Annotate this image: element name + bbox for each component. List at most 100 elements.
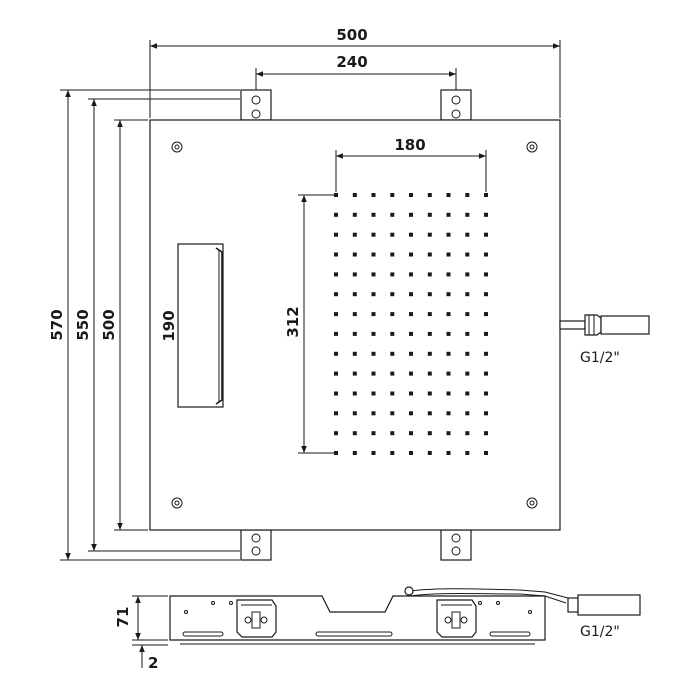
- dim-slot-height: 190: [160, 310, 178, 341]
- nozzle: [484, 212, 488, 217]
- nozzle: [427, 331, 432, 336]
- nozzle: [352, 351, 357, 356]
- nozzle: [484, 431, 488, 436]
- nozzle: [334, 193, 338, 197]
- nozzle: [427, 312, 432, 317]
- nozzle: [334, 411, 338, 416]
- nozzle: [409, 411, 413, 416]
- nozzle: [371, 232, 376, 237]
- dim-nozzle-width: 180: [394, 136, 425, 154]
- inlet-label-top: G1/2": [580, 350, 620, 366]
- nozzle: [484, 391, 488, 396]
- nozzle: [484, 252, 488, 257]
- nozzle: [390, 212, 395, 217]
- nozzle: [484, 331, 488, 336]
- nozzle: [427, 232, 432, 237]
- top-bracket-left: [240, 89, 272, 121]
- nozzle: [484, 411, 488, 416]
- nozzle: [334, 312, 338, 317]
- nozzle: [371, 371, 376, 376]
- dim-plate-height: 500: [100, 309, 118, 340]
- nozzle: [427, 292, 432, 297]
- nozzle: [352, 272, 357, 277]
- nozzle: [352, 391, 357, 396]
- nozzle: [465, 331, 470, 336]
- nozzle: [446, 331, 451, 336]
- nozzle: [352, 212, 357, 217]
- nozzle: [446, 431, 451, 436]
- nozzle: [465, 451, 470, 455]
- nozzle: [334, 232, 338, 237]
- dimension-lines: 500 240 180 312 570 550 500 190: [48, 26, 561, 561]
- nozzle: [334, 391, 338, 396]
- nozzle: [409, 351, 413, 356]
- nozzle: [390, 312, 395, 317]
- nozzle: [465, 212, 470, 217]
- nozzle: [334, 451, 338, 455]
- nozzle: [390, 351, 395, 356]
- nozzle: [352, 331, 357, 336]
- dim-overall-width: 500: [336, 26, 367, 44]
- nozzle: [427, 451, 432, 455]
- nozzle: [371, 351, 376, 356]
- nozzle: [484, 272, 488, 277]
- nozzle: [484, 232, 488, 237]
- top-view: G1/2": [149, 89, 650, 561]
- nozzle: [446, 451, 451, 455]
- nozzle: [390, 411, 395, 416]
- corner-screws: [171, 141, 538, 509]
- nozzle: [371, 193, 376, 197]
- nozzle: [371, 411, 376, 416]
- nozzle: [446, 193, 451, 197]
- nozzle: [484, 451, 488, 455]
- nozzle: [390, 193, 395, 197]
- nozzle: [371, 451, 376, 455]
- nozzle: [352, 193, 357, 197]
- nozzle: [446, 252, 451, 257]
- dim-nozzle-height: 312: [284, 306, 302, 337]
- nozzle: [484, 193, 488, 197]
- nozzle: [409, 193, 413, 197]
- dim-bracket-spacing: 240: [336, 53, 367, 71]
- nozzle: [334, 331, 338, 336]
- nozzle: [334, 431, 338, 436]
- nozzle: [409, 272, 413, 277]
- nozzle: [409, 331, 413, 336]
- dim-side-thickness: 71: [114, 607, 132, 628]
- nozzle: [371, 272, 376, 277]
- nozzle: [427, 351, 432, 356]
- nozzle: [334, 212, 338, 217]
- nozzle: [409, 232, 413, 237]
- side-bracket-left: [236, 599, 277, 638]
- nozzle: [334, 351, 338, 356]
- nozzle: [446, 212, 451, 217]
- nozzle: [371, 252, 376, 257]
- nozzle: [371, 212, 376, 217]
- dim-total-height: 570: [48, 309, 66, 340]
- nozzle: [371, 331, 376, 336]
- nozzle: [409, 212, 413, 217]
- nozzle: [371, 431, 376, 436]
- nozzle: [427, 252, 432, 257]
- nozzle: [409, 391, 413, 396]
- nozzle: [371, 312, 376, 317]
- nozzle: [390, 232, 395, 237]
- nozzle: [465, 292, 470, 297]
- inlet-label-side: G1/2": [580, 624, 620, 640]
- nozzle: [390, 272, 395, 277]
- nozzle: [352, 431, 357, 436]
- nozzle: [427, 212, 432, 217]
- side-dimension-lines: 71 2: [114, 595, 168, 672]
- nozzle: [484, 371, 488, 376]
- top-bracket-right: [440, 89, 472, 121]
- nozzle: [465, 391, 470, 396]
- nozzle: [427, 193, 432, 197]
- nozzle: [484, 312, 488, 317]
- nozzle: [446, 292, 451, 297]
- nozzle: [352, 451, 357, 455]
- nozzle: [465, 193, 470, 197]
- nozzle: [446, 391, 451, 396]
- nozzle: [465, 431, 470, 436]
- nozzle: [334, 371, 338, 376]
